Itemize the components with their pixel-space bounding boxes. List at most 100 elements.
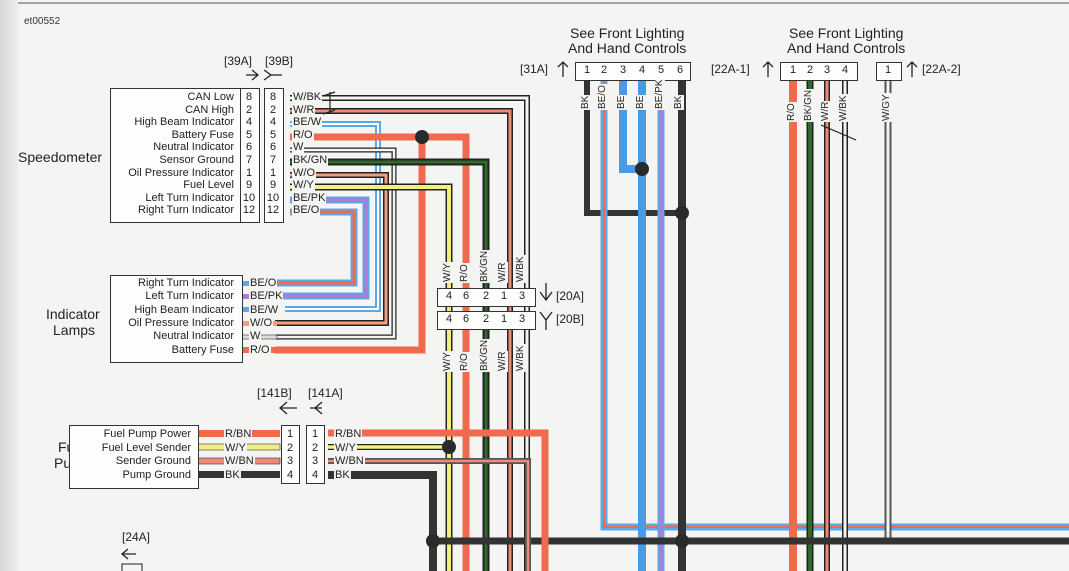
fuel-pump-label: Sender Ground (115, 455, 191, 468)
conn-22a-1-label: [22A-1] (711, 62, 750, 76)
front-lighting-2-title-2: And Hand Controls (787, 40, 906, 56)
speedo-wire-label: W/O (292, 166, 316, 179)
conn-31a-pin: 1 (583, 64, 591, 76)
conn-22a-1-pin: 4 (841, 64, 849, 76)
speedo-label: CAN High (185, 103, 234, 116)
conn-141b-pin: 2 (286, 441, 294, 454)
conn-22a-1-pin: 3 (823, 64, 831, 76)
conn-39b-box (264, 88, 284, 223)
conn-39a-pin: 7 (245, 154, 253, 166)
speedo-label: Sensor Ground (159, 154, 234, 166)
conn-22a-2-label: [22A-2] (922, 62, 961, 76)
front-lighting-22a-wires (322, 80, 1069, 571)
lamp-wire-label: BE/O (249, 277, 278, 289)
fuel-wire-label-left: BK (224, 468, 241, 481)
figure-id: et00552 (24, 16, 61, 27)
fuel-pump-box (69, 425, 199, 489)
conn-39b-pin: 9 (269, 179, 277, 192)
conn-20b-wire-label: R/O (459, 352, 470, 372)
conn-39a-label: [39A] (224, 54, 253, 68)
lamp-wire-label: W/O (249, 316, 273, 329)
conn-39b-pin: 2 (269, 103, 277, 116)
conn-20a-pin: 6 (462, 290, 470, 302)
wire-be-o (275, 208, 358, 287)
conn-39b-pin: 7 (269, 154, 277, 166)
conn-31a-wire-label: BE/O (597, 84, 608, 110)
conn-20b-pin: 4 (445, 313, 453, 325)
lamp-label: Left Turn Indicator (145, 290, 234, 303)
conn-20b-pin: 3 (518, 313, 526, 325)
conn-31a-wire-label: BK (673, 94, 684, 110)
speedo-label: Neutral Indicator (153, 141, 234, 154)
conn-20b-pin: 6 (462, 313, 470, 325)
lamp-label: Neutral Indicator (153, 330, 234, 343)
conn-39b-pin: 6 (269, 141, 277, 154)
conn-31a-wire-label: BE (635, 94, 646, 110)
conn-39a-pin: 6 (245, 141, 253, 154)
speedo-wire-label: W/BK (292, 91, 323, 103)
conn-31a-box (575, 62, 691, 81)
conn-20a-pin: 2 (482, 290, 490, 302)
speedo-wire-label: BE/W (292, 116, 323, 129)
conn-31a-pin: 6 (676, 64, 684, 76)
conn-20a-wire-label: BK/GN (479, 249, 490, 283)
conn-31a-pin: 4 (638, 64, 646, 76)
conn-39b-label: [39B] (265, 54, 294, 68)
indicator-lamps-box (110, 275, 243, 363)
lamp-label: Right Turn Indicator (138, 277, 234, 289)
fuel-wire-label-left: W/Y (224, 441, 247, 454)
conn-31a-pin: 5 (657, 64, 665, 76)
conn-20a-wire-label: W/R (497, 261, 508, 283)
lamp-label: Oil Pressure Indicator (128, 316, 234, 329)
conn-22a-wire-label: BK/GN (803, 88, 814, 122)
conn-20b-label: [20B] (556, 312, 585, 326)
connector-symbols (120, 61, 918, 560)
indicator-lamps-title-2: Lamps (53, 322, 96, 338)
conn-141b-pin: 3 (286, 455, 294, 468)
fuel-pump-label: Fuel Level Sender (101, 441, 191, 454)
speedometer-title: Speedometer (18, 149, 103, 165)
conn-22a-wire-label: R/O (786, 102, 797, 122)
front-lighting-2-title-1: See Front Lighting (789, 25, 904, 41)
conn-22a-wire-label: W/BK (838, 94, 849, 122)
lamp-label: High Beam Indicator (134, 303, 234, 316)
conn-39b-pin: 5 (269, 128, 277, 141)
conn-22a-wire-label: W/GY (881, 93, 892, 122)
conn-20a-box (437, 288, 536, 307)
conn-31a-pin: 2 (600, 64, 608, 76)
speedo-wire-label: W/Y (292, 179, 315, 192)
conn-141a-pin: 3 (311, 455, 319, 468)
wire-r-o (290, 133, 470, 571)
conn-39a-pin: 5 (245, 128, 253, 141)
conn-141a-pin: 2 (311, 441, 319, 454)
conn-39a-pin: 2 (245, 103, 253, 116)
speedo-label: Battery Fuse (171, 128, 234, 141)
conn-20b-box (437, 311, 536, 330)
conn-39b-pin: 1 (269, 166, 277, 179)
speedo-wire-label: W (292, 141, 305, 154)
conn-31a-wire-label: BE/PK (654, 78, 665, 110)
lamp-wire-label: W (249, 330, 262, 343)
conn-22a-2-pin: 1 (884, 64, 892, 76)
conn-39a-box (240, 88, 260, 223)
conn-31a-wire-label: BK (580, 94, 591, 110)
fuel-wire-label-left: R/BN (224, 428, 253, 440)
conn-20a-wire-label: W/BK (515, 255, 526, 283)
lamp-wire-label: BE/PK (249, 290, 284, 303)
speedo-wire-label: W/R (292, 103, 316, 116)
conn-20a-wire-label: W/Y (442, 262, 453, 283)
conn-141a-box (306, 425, 325, 484)
lamp-wire-label: BE/W (249, 303, 280, 316)
indicator-lamps-title-1: Indicator (46, 306, 100, 322)
conn-22a-1-box (780, 62, 858, 81)
wire-r-o-lamp (275, 137, 426, 354)
speedo-label: Oil Pressure Indicator (128, 166, 234, 179)
conn-22a-1-pin: 2 (806, 64, 814, 76)
lamp-label: Battery Fuse (171, 343, 234, 356)
conn-22a-1-pin: 1 (789, 64, 797, 76)
front-lighting-1-title-1: See Front Lighting (570, 25, 685, 41)
conn-20a-label: [20A] (556, 289, 585, 303)
fuel-wire-label-left: W/BN (224, 455, 255, 468)
speedo-label: Right Turn Indicator (138, 204, 234, 217)
